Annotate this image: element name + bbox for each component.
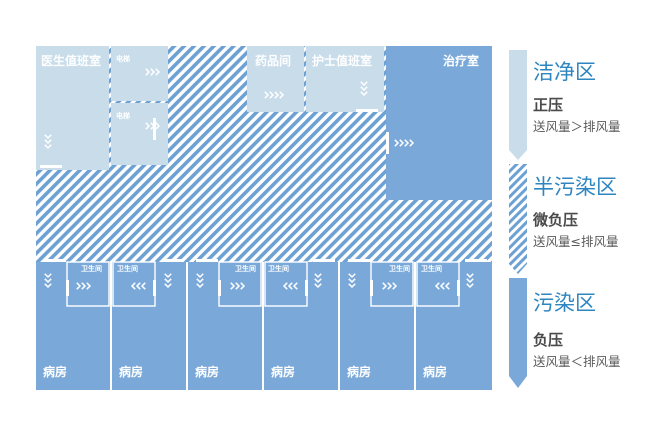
- chevron-arrow-icon: [196, 273, 204, 279]
- legend-contaminated-point: [509, 376, 527, 388]
- airflow-arrows: [44, 68, 474, 290]
- ward-label-1: 病房: [43, 364, 67, 379]
- chevron-arrow-icon: [392, 282, 398, 290]
- chevron-arrow-icon: [466, 278, 474, 284]
- chevron-arrow-icon: [466, 273, 474, 279]
- chevron-arrow-icon: [348, 273, 356, 279]
- nurse-duty-room: [306, 46, 384, 112]
- legend-rule-contaminated: 送风量＜排风量: [533, 354, 621, 369]
- legend-pressure-clean: 正压: [533, 96, 563, 114]
- chevron-arrow-icon: [264, 91, 270, 99]
- elevator-label-1: 电梯: [116, 54, 130, 63]
- chevron-arrow-icon: [382, 282, 388, 290]
- door-marks: [40, 109, 487, 296]
- legend-semi-segment: [509, 164, 527, 264]
- zone-legend-bar: [509, 50, 527, 388]
- chevron-arrow-icon: [145, 122, 151, 130]
- chevron-arrow-icon: [404, 139, 410, 147]
- ward-label-6: 病房: [423, 364, 447, 379]
- ward-label-3: 病房: [195, 364, 219, 379]
- chevron-arrow-icon: [348, 283, 356, 289]
- chevron-arrow-icon: [235, 282, 241, 290]
- chevron-arrow-icon: [230, 282, 236, 290]
- toilet-label-6: 卫生间: [421, 264, 442, 273]
- chevron-arrow-icon: [314, 278, 322, 284]
- chevron-arrow-icon: [44, 273, 52, 279]
- chevron-arrow-icon: [287, 282, 293, 290]
- elevator-room-2: [111, 103, 168, 165]
- chevron-arrow-icon: [196, 278, 204, 284]
- doctor-duty-label: 医生值班室: [41, 53, 101, 68]
- chevron-arrow-icon: [348, 278, 356, 284]
- chevron-arrow-icon: [130, 282, 136, 290]
- chevron-arrow-icon: [434, 282, 440, 290]
- doctor-duty-room: [36, 46, 109, 170]
- chevron-arrow-icon: [44, 134, 52, 140]
- chevron-arrow-icon: [274, 91, 280, 99]
- chevron-arrow-icon: [145, 68, 151, 76]
- chevron-arrow-icon: [164, 283, 172, 289]
- legend-rule-clean: 送风量＞排风量: [533, 119, 621, 134]
- chevron-arrow-icon: [282, 282, 288, 290]
- chevron-arrow-icon: [360, 91, 368, 97]
- ward-label-2: 病房: [119, 364, 143, 379]
- chevron-arrow-icon: [314, 273, 322, 279]
- chevron-arrow-icon: [44, 278, 52, 284]
- chevron-arrow-icon: [44, 144, 52, 150]
- chevron-arrow-icon: [155, 68, 161, 76]
- chevron-arrow-icon: [240, 282, 246, 290]
- ward-dividers: [110, 262, 416, 390]
- legend-rule-semi: 送风量≤排风量: [533, 234, 618, 249]
- legend-zone-semi: 半污染区: [533, 175, 617, 199]
- chevron-arrow-icon: [150, 122, 156, 130]
- chevron-arrow-icon: [86, 282, 92, 290]
- legend-clean-segment: [509, 50, 527, 150]
- chevron-arrow-icon: [409, 139, 415, 147]
- treatment-room: [386, 46, 492, 200]
- chevron-arrow-icon: [76, 282, 82, 290]
- pharmacy-label: 药品间: [255, 53, 291, 68]
- legend-pressure-contaminated: 负压: [533, 331, 563, 349]
- legend-zone-contaminated: 污染区: [533, 291, 596, 315]
- chevron-arrow-icon: [360, 81, 368, 87]
- legend-semi-point: [509, 264, 527, 274]
- chevron-arrow-icon: [155, 122, 161, 130]
- pharmacy-room: [247, 46, 304, 112]
- treatment-label: 治疗室: [443, 53, 479, 68]
- toilet-label-5: 卫生间: [389, 264, 410, 273]
- chevron-arrow-icon: [164, 273, 172, 279]
- chevron-arrow-icon: [269, 91, 275, 99]
- nurse-duty-label: 护士值班室: [312, 53, 372, 68]
- chevron-arrow-icon: [164, 278, 172, 284]
- elevator-label-2: 电梯: [116, 111, 130, 120]
- chevron-arrow-icon: [81, 282, 87, 290]
- ward-label-5: 病房: [347, 364, 371, 379]
- legend-pressure-semi: 微负压: [532, 211, 578, 229]
- chevron-arrow-icon: [44, 139, 52, 145]
- chevron-arrow-icon: [466, 283, 474, 289]
- toilet-label-1: 卫生间: [81, 264, 102, 273]
- chevron-arrow-icon: [444, 282, 450, 290]
- toilet-label-4: 卫生间: [268, 264, 289, 273]
- chevron-arrow-icon: [314, 283, 322, 289]
- chevron-arrow-icon: [387, 282, 393, 290]
- legend-contaminated-segment: [509, 278, 527, 376]
- chevron-arrow-icon: [292, 282, 298, 290]
- toilet-label-3: 卫生间: [235, 264, 256, 273]
- chevron-arrow-icon: [439, 282, 445, 290]
- chevron-arrow-icon: [394, 139, 400, 147]
- chevron-arrow-icon: [150, 68, 156, 76]
- chevron-arrow-icon: [399, 139, 405, 147]
- legend-clean-point: [509, 150, 527, 160]
- chevron-arrow-icon: [44, 283, 52, 289]
- toilet-label-2: 卫生间: [117, 264, 138, 273]
- chevron-arrow-icon: [196, 283, 204, 289]
- chevron-arrow-icon: [279, 91, 285, 99]
- ward-label-4: 病房: [271, 364, 295, 379]
- chevron-arrow-icon: [140, 282, 146, 290]
- chevron-arrow-icon: [135, 282, 141, 290]
- chevron-arrow-icon: [360, 86, 368, 92]
- legend-zone-clean: 洁净区: [533, 60, 596, 84]
